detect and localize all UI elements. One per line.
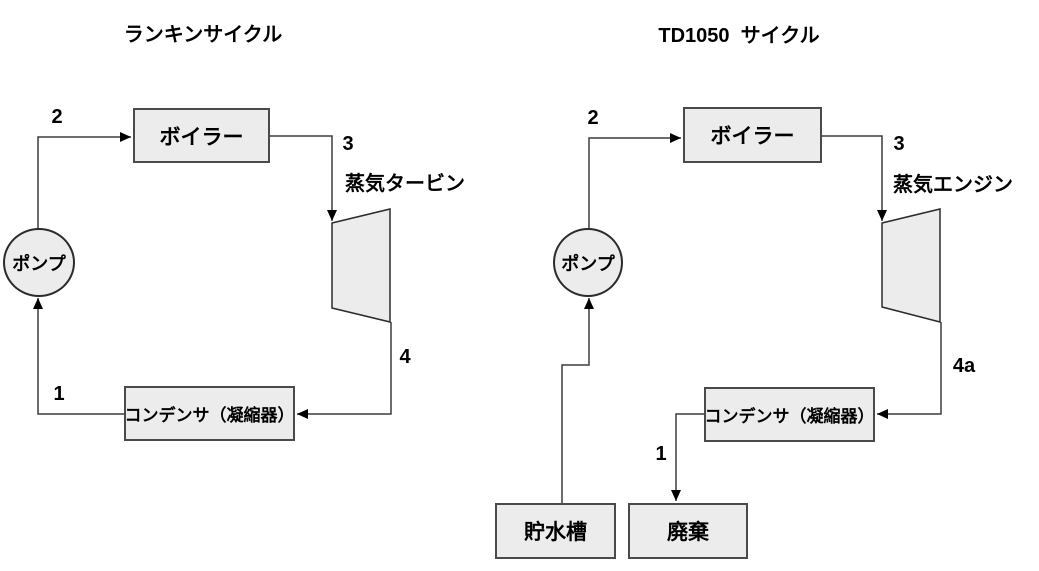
- td1050-flow-pump-to-boiler: [588, 133, 681, 228]
- rankine-flow-turbine-to-condenser: [297, 322, 392, 419]
- td1050-tank-label: 貯水槽: [524, 521, 587, 544]
- td1050-waste-box: 廃棄: [628, 503, 748, 559]
- td1050-boiler-label: ボイラー: [710, 125, 795, 148]
- rankine-flow-condenser-to-pump: [33, 298, 124, 415]
- td1050-flow-condenser-to-waste: [671, 413, 704, 501]
- rankine-condenser-box: コンデンサ（凝縮器）: [124, 386, 295, 441]
- rankine-pump-circle: ポンプ: [3, 228, 75, 297]
- td1050-engine-shape: [881, 208, 941, 323]
- rankine-state-2-label: 2: [51, 106, 63, 128]
- td1050-condenser-box: コンデンサ（凝縮器）: [704, 387, 875, 442]
- td1050-title: TD1050 サイクル: [658, 25, 820, 47]
- td1050-state-4a-label: 4a: [952, 355, 976, 377]
- rankine-state-3-label: 3: [342, 133, 354, 155]
- rankine-title: ランキンサイクル: [123, 24, 283, 46]
- td1050-flow-tank-to-pump: [561, 298, 594, 503]
- td1050-pump-circle: ポンプ: [553, 228, 623, 297]
- td1050-state-2-label: 2: [587, 107, 599, 129]
- td1050-waste-label: 廃棄: [667, 521, 709, 544]
- td1050-state-3-label: 3: [893, 133, 905, 155]
- rankine-condenser-label: コンデンサ（凝縮器）: [124, 406, 295, 425]
- td1050-condenser-label: コンデンサ（凝縮器）: [704, 407, 875, 426]
- td1050-boiler-box: ボイラー: [683, 107, 822, 163]
- td1050-flow-boiler-to-engine: [822, 135, 887, 221]
- rankine-flow-boiler-to-turbine: [270, 135, 337, 221]
- rankine-state-1-label: 1: [53, 383, 65, 405]
- td1050-tank-box: 貯水槽: [495, 503, 616, 559]
- td1050-state-1-label: 1: [655, 443, 667, 465]
- rankine-flow-pump-to-boiler: [37, 132, 131, 230]
- rankine-state-4-label: 4: [399, 346, 411, 368]
- rankine-turbine-shape: [331, 208, 391, 323]
- rankine-boiler-label: ボイラー: [159, 125, 244, 149]
- td1050-engine-label: 蒸気エンジン: [893, 174, 1013, 196]
- td1050-pump-label: ポンプ: [561, 253, 615, 274]
- td1050-flow-engine-to-condenser: [877, 322, 942, 419]
- rankine-turbine-label: 蒸気タービン: [345, 173, 465, 195]
- rankine-boiler-box: ボイラー: [133, 108, 270, 163]
- rankine-pump-label: ポンプ: [12, 253, 66, 274]
